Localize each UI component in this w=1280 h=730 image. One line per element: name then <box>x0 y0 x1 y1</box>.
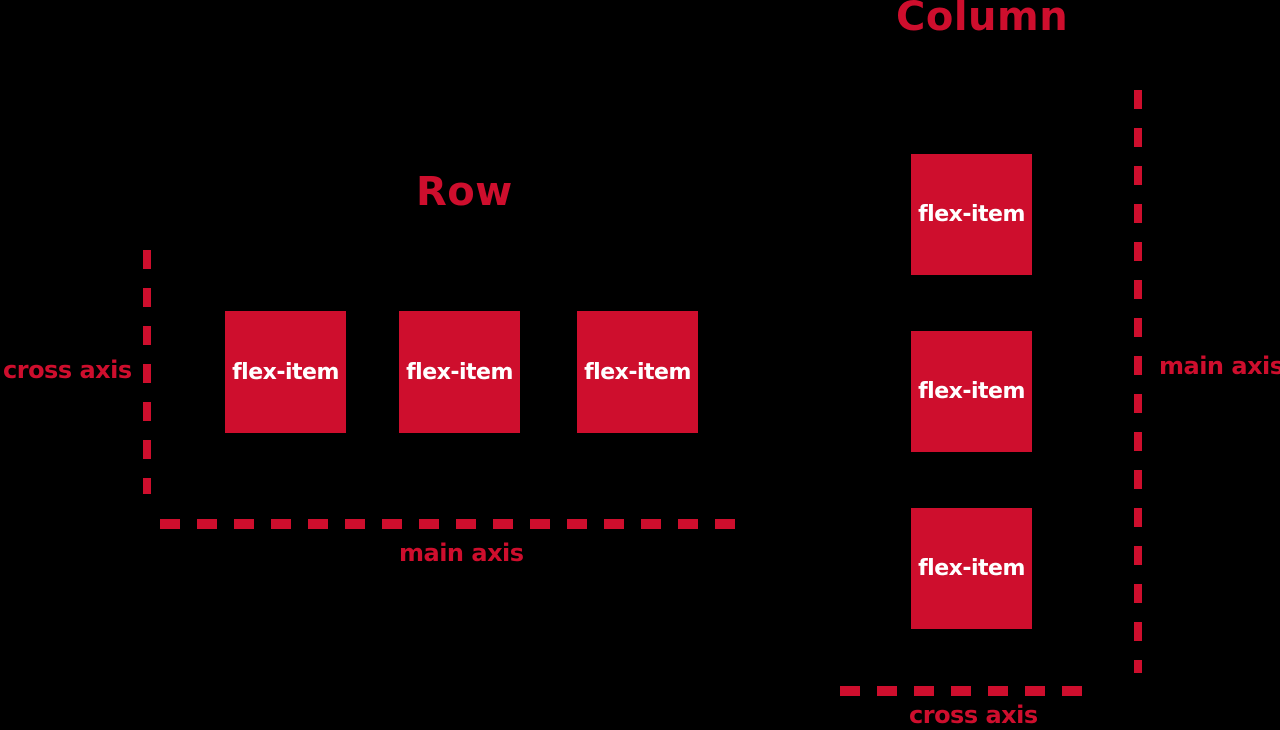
row-cross-axis-label: cross axis <box>3 356 132 384</box>
column-main-axis-dashed-line <box>1134 90 1142 673</box>
column-flex-item: flex-item <box>911 508 1032 629</box>
row-flex-item: flex-item <box>577 311 698 433</box>
row-main-axis-dashed-line <box>160 519 745 529</box>
column-main-axis-label: main axis <box>1159 352 1280 380</box>
column-cross-axis-dashed-line <box>840 686 1084 696</box>
column-cross-axis-label: cross axis <box>909 701 1038 729</box>
row-cross-axis-dashed-line <box>143 250 151 494</box>
row-section-title: Row <box>416 169 513 215</box>
row-flex-item: flex-item <box>399 311 520 433</box>
column-section-title: Column <box>896 0 1069 40</box>
column-flex-item: flex-item <box>911 331 1032 452</box>
row-main-axis-label: main axis <box>399 539 524 567</box>
row-flex-item: flex-item <box>225 311 346 433</box>
column-flex-item: flex-item <box>911 154 1032 275</box>
